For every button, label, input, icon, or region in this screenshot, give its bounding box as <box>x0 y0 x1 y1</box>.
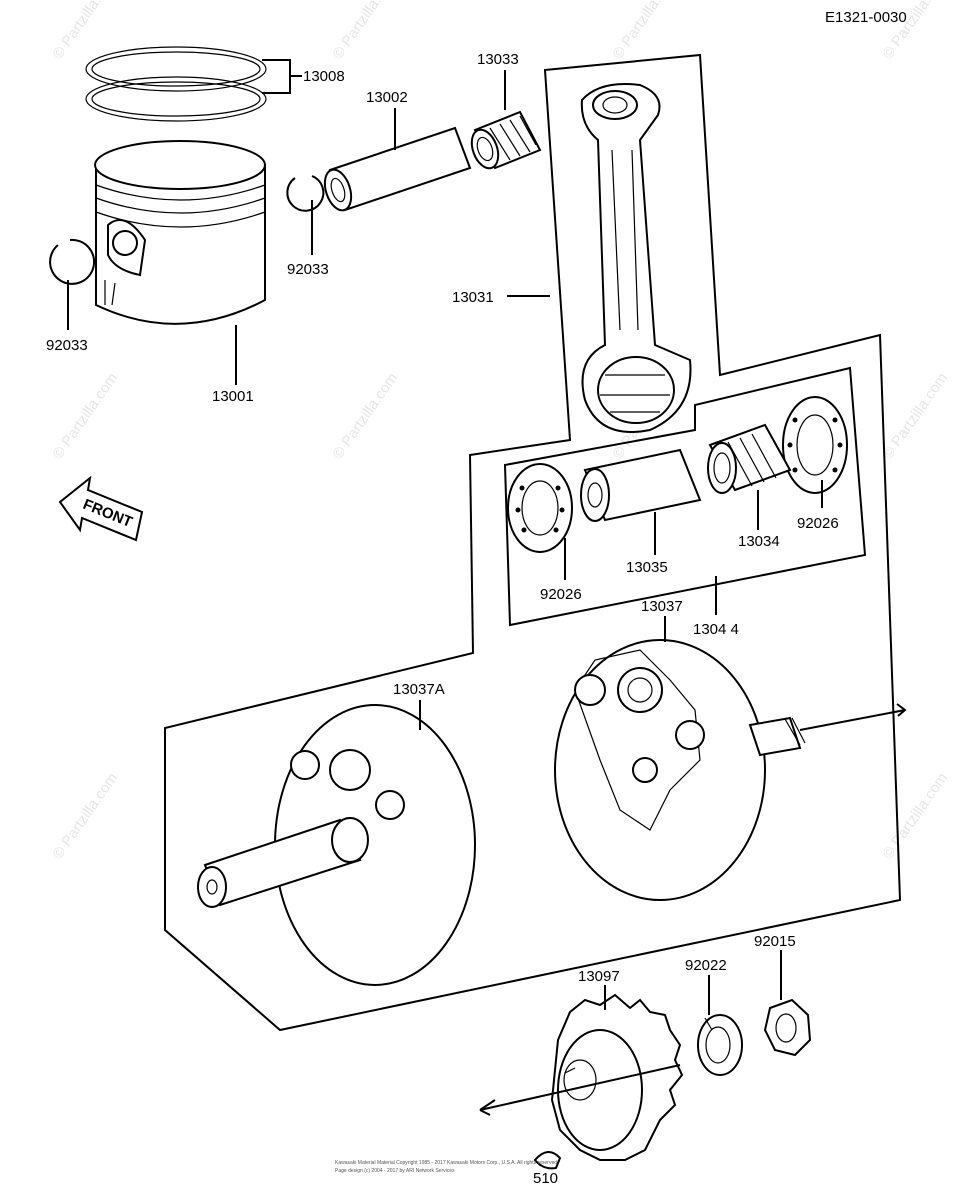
part-13002[interactable]: 13002 <box>366 89 408 106</box>
part-92022[interactable]: 92022 <box>685 957 727 974</box>
circlip-right[interactable] <box>286 175 325 212</box>
part-number-labels: 13008 13002 13033 92033 92033 13001 1303… <box>46 51 839 1187</box>
copyright-line-1: Kawasaki Material Material Copyright 198… <box>335 1160 558 1166</box>
front-direction-arrow: FRONT <box>58 475 144 542</box>
crank-gear[interactable] <box>479 993 684 1161</box>
watermark-text: © Partzilla.com <box>879 370 951 463</box>
watermark-text: © Partzilla.com <box>609 0 681 62</box>
part-92015[interactable]: 92015 <box>754 933 796 950</box>
lock-washer[interactable] <box>697 1014 743 1076</box>
watermark-text: © Partzilla.com <box>879 770 951 863</box>
part-13033[interactable]: 13033 <box>477 51 519 68</box>
watermark-text: © Partzilla.com <box>49 370 121 463</box>
watermark-text: © Partzilla.com <box>329 370 401 463</box>
part-92033-left[interactable]: 92033 <box>46 337 88 354</box>
small-end-bearing[interactable] <box>467 110 542 172</box>
crank-pin[interactable] <box>580 448 702 522</box>
watermark-text: © Partzilla.com <box>49 0 121 62</box>
crank-assembly-outline <box>164 53 902 1032</box>
thrust-washer-left[interactable] <box>507 463 573 553</box>
part-13037a[interactable]: 13037A <box>393 681 445 698</box>
part-13031[interactable]: 13031 <box>452 289 494 306</box>
crank-nut[interactable] <box>763 998 812 1057</box>
watermark-text: © Partzilla.com <box>49 770 121 863</box>
circlip-left[interactable] <box>49 238 96 285</box>
part-510[interactable]: 510 <box>533 1170 558 1187</box>
diagram-code: E1321-0030 <box>825 9 907 26</box>
part-13001[interactable]: 13001 <box>212 388 254 405</box>
part-92026-right[interactable]: 92026 <box>797 515 839 532</box>
crank-wheel-left[interactable] <box>197 704 476 986</box>
thrust-washer-right[interactable] <box>782 396 848 494</box>
part-13097[interactable]: 13097 <box>578 968 620 985</box>
part-13008[interactable]: 13008 <box>303 68 345 85</box>
part-92026-left[interactable]: 92026 <box>540 586 582 603</box>
piston-pin[interactable] <box>320 126 472 214</box>
conrod-group-outline <box>503 366 867 627</box>
crank-wheel-right[interactable] <box>554 639 907 901</box>
part-13044[interactable]: 1304 4 <box>693 621 739 638</box>
connecting-rod[interactable] <box>580 83 692 433</box>
woodruff-key[interactable] <box>533 1151 562 1170</box>
part-13034[interactable]: 13034 <box>738 533 780 550</box>
part-13037[interactable]: 13037 <box>641 598 683 615</box>
piston-rings[interactable] <box>85 46 267 122</box>
big-end-bearing[interactable] <box>707 423 792 494</box>
piston[interactable] <box>94 140 266 325</box>
watermark-text: © Partzilla.com <box>329 0 401 62</box>
part-13035[interactable]: 13035 <box>626 559 668 576</box>
part-92033-pin[interactable]: 92033 <box>287 261 329 278</box>
copyright-line-2: Page design (c) 2004 - 2017 by ARI Netwo… <box>335 1168 455 1174</box>
leader-13008 <box>262 59 302 94</box>
